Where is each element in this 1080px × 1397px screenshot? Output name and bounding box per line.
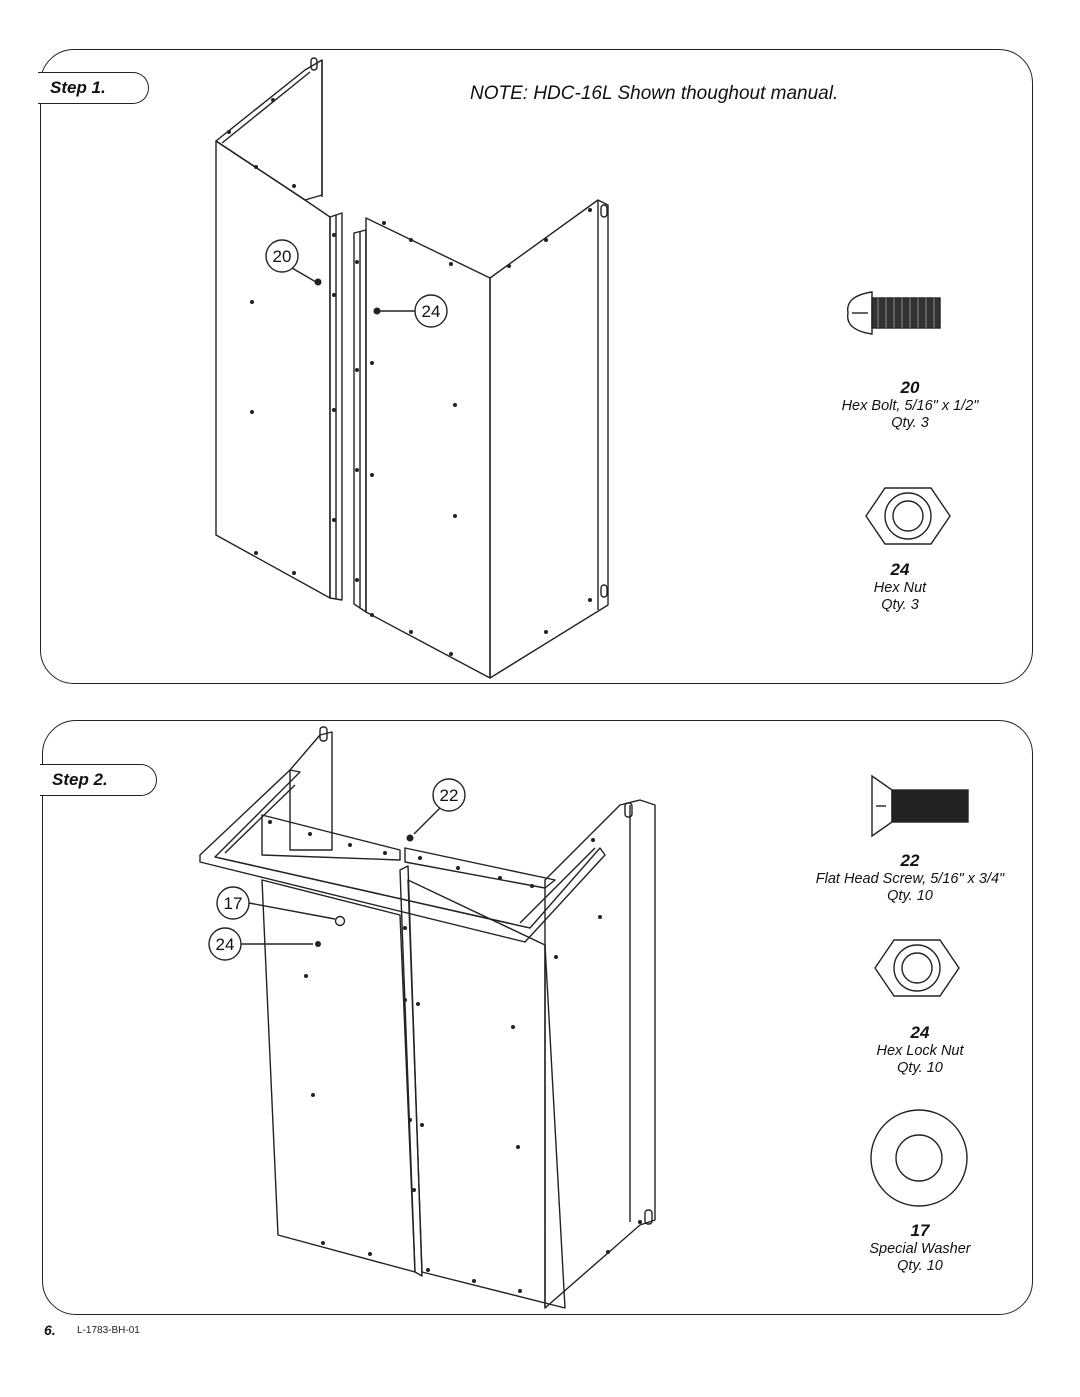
part-20-info: 20 Hex Bolt, 5/16" x 1/2" Qty. 3 bbox=[790, 378, 1030, 432]
part-20-number: 20 bbox=[900, 378, 920, 397]
callout-labels: 20 24 22 17 24 bbox=[216, 247, 459, 954]
part-22-number: 22 bbox=[900, 851, 920, 870]
part-20-qty: Qty. 3 bbox=[891, 415, 929, 431]
part-24-number: 24 bbox=[890, 560, 910, 579]
part-17-description: Special Washer bbox=[869, 1241, 971, 1257]
part-24-lock-qty: Qty. 10 bbox=[897, 1060, 943, 1076]
step1-panel bbox=[40, 49, 1033, 684]
step1-right-corner-panel bbox=[353, 199, 609, 679]
part-22-description: Flat Head Screw, 5/16" x 3/4" bbox=[815, 871, 1005, 887]
callout-24b-label: 24 bbox=[216, 935, 235, 954]
step2-cabinet-assembly bbox=[199, 726, 656, 1309]
step1-left-corner-panel bbox=[215, 57, 343, 601]
callout-17-label: 17 bbox=[224, 894, 243, 913]
manual-note: NOTE: HDC-16L Shown thoughout manual. bbox=[470, 83, 839, 104]
step2-callout-22 bbox=[432, 778, 466, 812]
part-17-qty: Qty. 10 bbox=[897, 1258, 943, 1274]
part-24-lock-description: Hex Lock Nut bbox=[876, 1043, 964, 1059]
callout-22-label: 22 bbox=[440, 786, 459, 805]
step1-callout-20 bbox=[265, 239, 299, 273]
flat-head-screw-icon bbox=[871, 774, 969, 838]
part-17-info: 17 Special Washer Qty. 10 bbox=[810, 1221, 1030, 1275]
step1-label: Step 1. bbox=[38, 72, 149, 104]
step2-panel bbox=[42, 720, 1033, 1315]
part-17-number: 17 bbox=[910, 1221, 930, 1240]
hex-nut-icon bbox=[865, 487, 951, 545]
hex-lock-nut-icon bbox=[874, 939, 960, 997]
part-24-lock-number: 24 bbox=[910, 1023, 930, 1042]
step2-label: Step 2. bbox=[40, 764, 157, 796]
mounting-holes bbox=[227, 98, 642, 1293]
part-20-description: Hex Bolt, 5/16" x 1/2" bbox=[841, 398, 979, 414]
part-22-qty: Qty. 10 bbox=[887, 888, 933, 904]
part-24-lock-info: 24 Hex Lock Nut Qty. 10 bbox=[810, 1023, 1030, 1077]
part-22-info: 22 Flat Head Screw, 5/16" x 3/4" Qty. 10 bbox=[775, 851, 1045, 905]
hex-bolt-icon bbox=[847, 291, 941, 335]
callout-20-label: 20 bbox=[273, 247, 292, 266]
special-washer-icon bbox=[870, 1109, 968, 1207]
part-24-description: Hex Nut bbox=[873, 580, 927, 596]
document-code: L-1783-BH-01 bbox=[77, 1325, 140, 1336]
page-number: 6. bbox=[44, 1322, 56, 1338]
part-24-info: 24 Hex Nut Qty. 3 bbox=[800, 560, 1000, 614]
part-24-qty: Qty. 3 bbox=[881, 597, 919, 613]
callout-24-label: 24 bbox=[422, 302, 441, 321]
